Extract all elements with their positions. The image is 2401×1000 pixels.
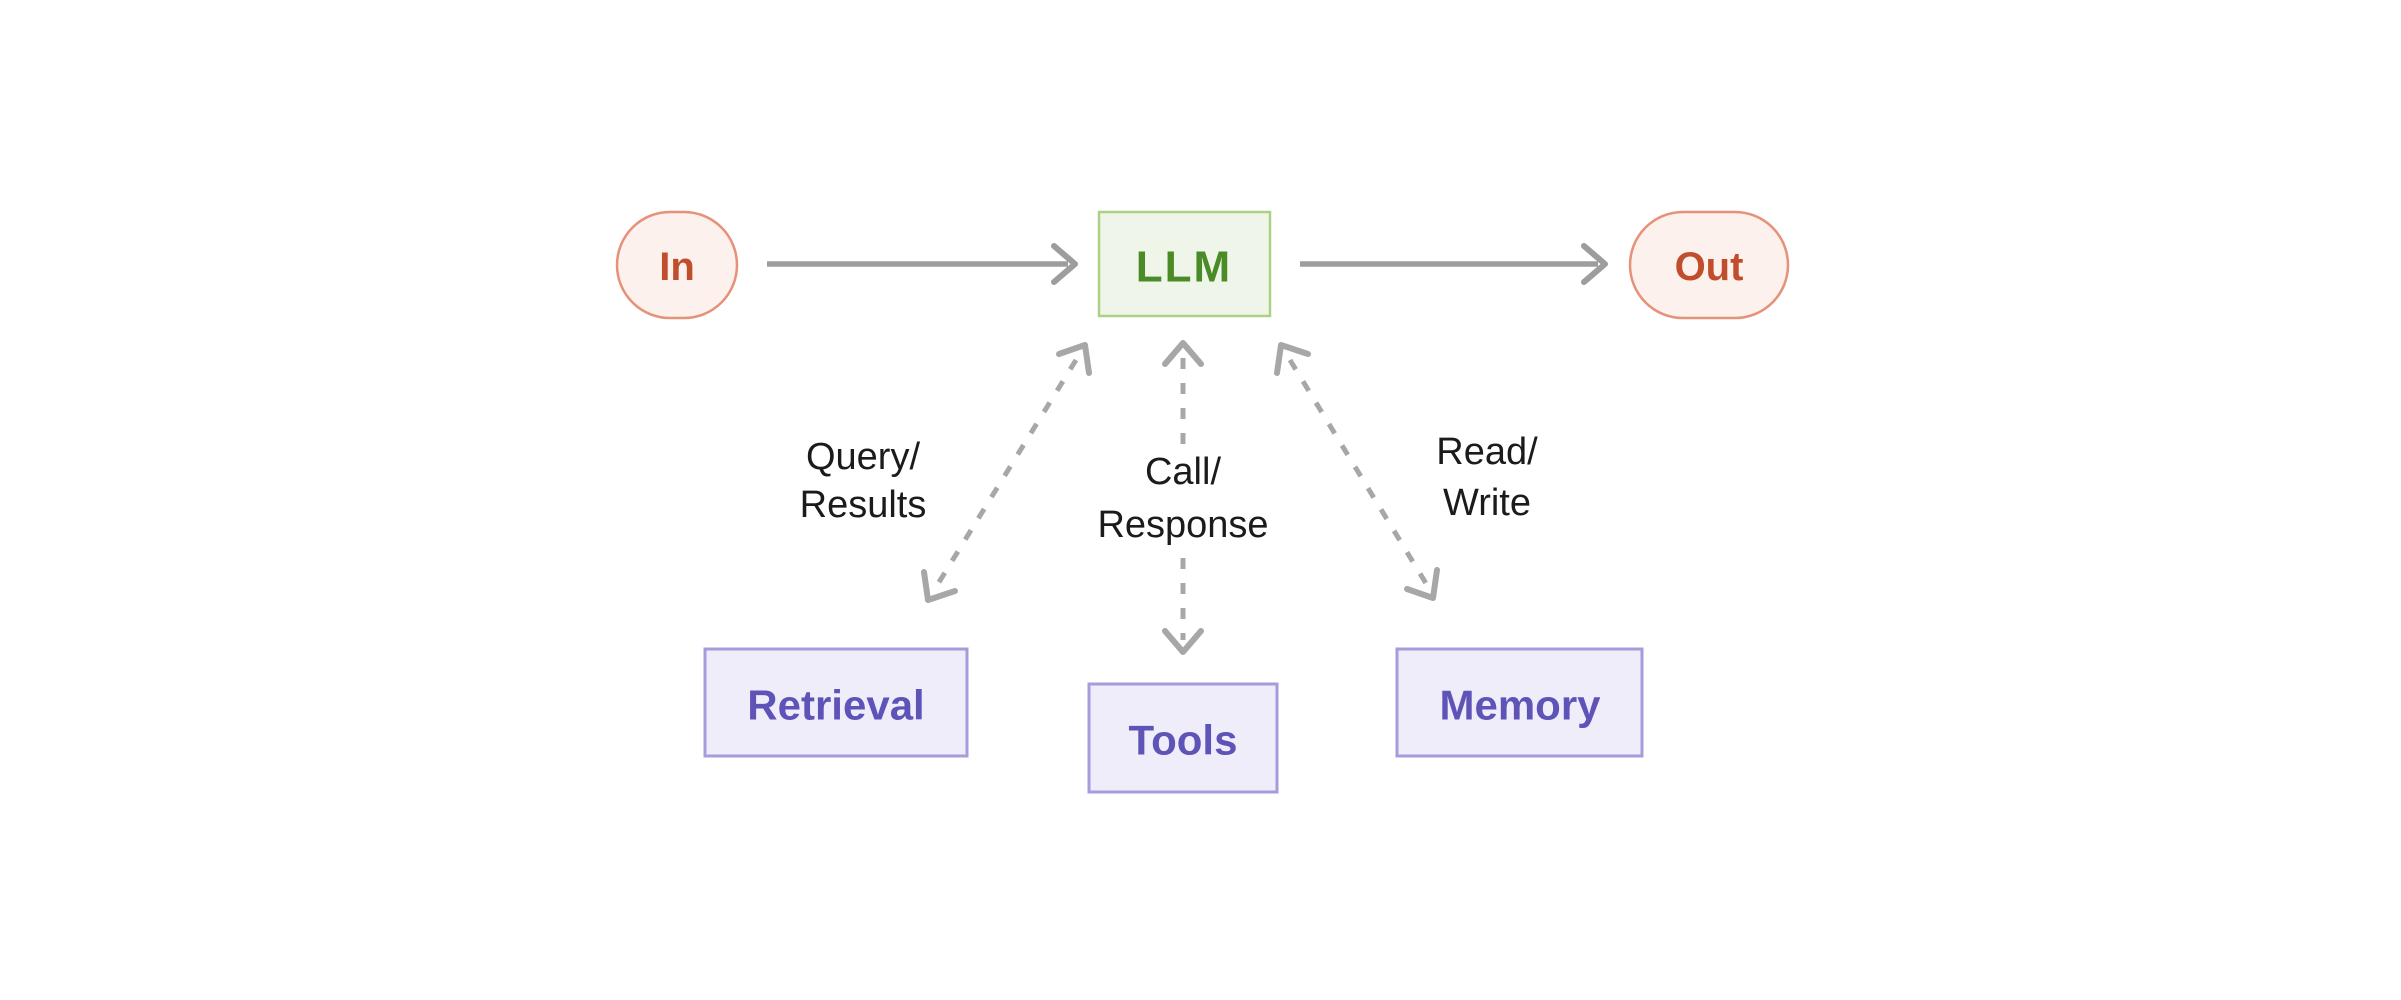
tools-node-shape: [1087, 682, 1279, 794]
retrieval-node-shape: [703, 647, 969, 758]
edge-label-line: Query/: [806, 436, 920, 478]
dashed-line: [1287, 358, 1430, 587]
label-background: [1043, 444, 1323, 558]
arrow-up-icon: [1274, 342, 1311, 376]
dashed-line: [933, 358, 1079, 589]
tools-node-label: Tools: [1129, 717, 1238, 764]
llm-node-shape: [1097, 210, 1272, 318]
edge-label-line: Call/: [1145, 451, 1221, 493]
arrow-down-icon: [1162, 628, 1204, 655]
in-node-label: In: [659, 245, 695, 289]
edge-label-line: Results: [800, 484, 927, 526]
dashed-arrow-llm-memory: [1274, 342, 1440, 601]
arrow-in-to-llm: [767, 243, 1078, 285]
memory-node: Memory: [1395, 647, 1644, 758]
dashed-arrow-llm-tools: [1162, 340, 1204, 655]
edge-label-line: Read/: [1436, 431, 1538, 473]
in-node-shape: [615, 210, 739, 320]
memory-node-shape: [1395, 647, 1644, 758]
edge-label-line: Response: [1097, 504, 1268, 546]
arrow-down-icon: [1404, 567, 1440, 601]
out-node: Out: [1628, 210, 1790, 320]
in-node: In: [615, 210, 739, 320]
out-node-shape: [1628, 210, 1790, 320]
out-node-label: Out: [1675, 245, 1744, 289]
edge-label-line: Write: [1443, 482, 1531, 524]
dashed-arrow-llm-retrieval: [921, 342, 1092, 603]
arrow-llm-to-out: [1300, 243, 1608, 285]
arrow-up-icon: [1056, 342, 1092, 376]
arrow-right-icon: [1051, 243, 1078, 285]
edge-label-call-response: Call/ Response: [1043, 444, 1323, 558]
arrow-down-icon: [921, 569, 958, 603]
memory-node-label: Memory: [1439, 682, 1601, 729]
edge-label-query-results: Query/ Results: [800, 436, 927, 526]
edge-label-read-write: Read/ Write: [1436, 431, 1538, 524]
llm-node: LLM: [1097, 210, 1272, 318]
retrieval-node-label: Retrieval: [747, 682, 924, 729]
tools-node: Tools: [1087, 682, 1279, 794]
arrow-right-icon: [1581, 243, 1608, 285]
arrow-up-icon: [1162, 340, 1204, 367]
retrieval-node: Retrieval: [703, 647, 969, 758]
llm-node-label: LLM: [1136, 243, 1232, 292]
